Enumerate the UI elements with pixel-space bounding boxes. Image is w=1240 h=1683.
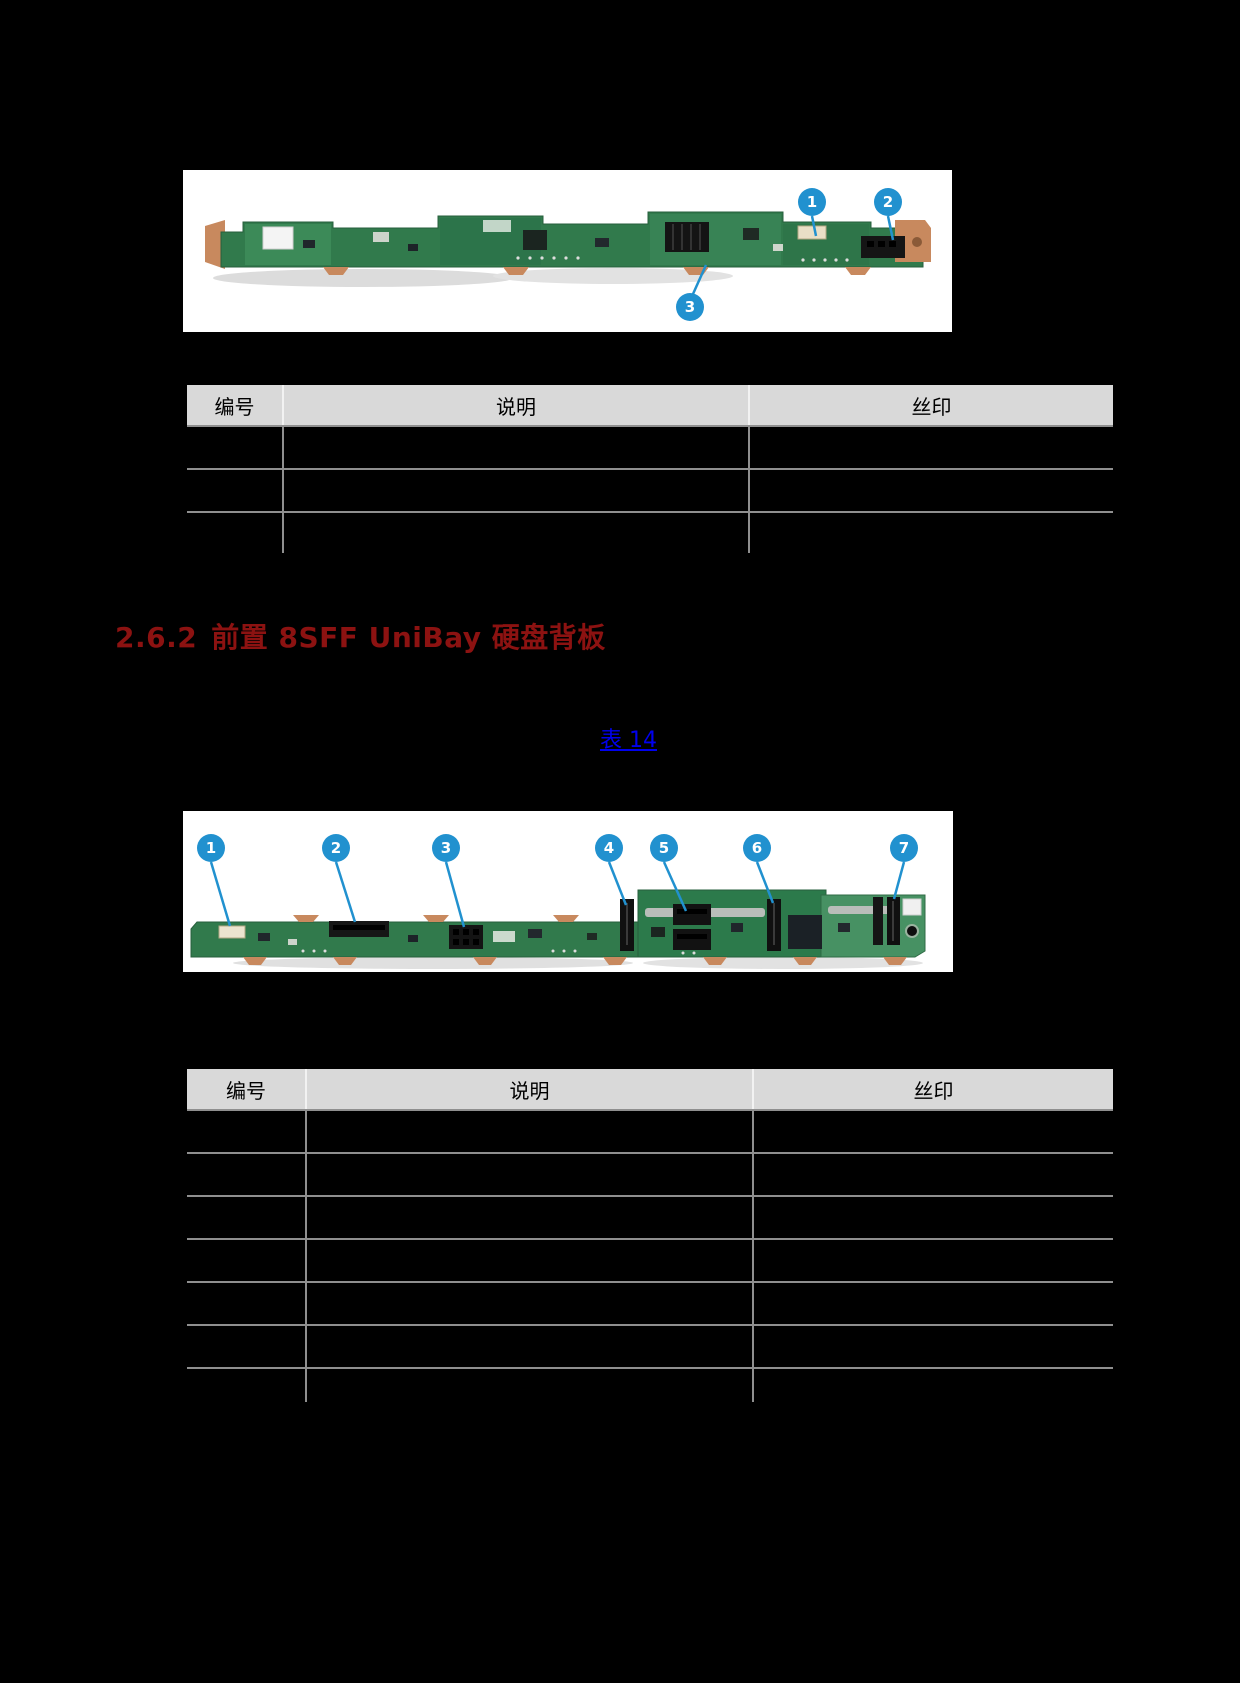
table-cell [187, 1283, 305, 1324]
table-row [187, 1154, 1113, 1197]
section-heading: 2.6.2 前置 8SFF UniBay 硬盘背板 [115, 616, 606, 656]
table-cell [187, 470, 282, 511]
table-row [187, 1369, 1113, 1402]
table-cell [187, 1197, 305, 1238]
column-header-description: 说明 [282, 385, 748, 425]
table-cell [748, 513, 1113, 553]
callout-badge-5: 5 [650, 834, 678, 862]
table-cell [187, 1154, 305, 1195]
table-cell [187, 1111, 305, 1152]
backplane-photo-2 [190, 861, 926, 969]
table-row [187, 1111, 1113, 1154]
table-row [187, 1326, 1113, 1369]
table-cell [305, 1283, 752, 1324]
backplane-photo-1 [205, 211, 931, 295]
table-cell [752, 1240, 1113, 1281]
table-cell [282, 470, 748, 511]
table-row [187, 1240, 1113, 1283]
table-cell [305, 1197, 752, 1238]
column-header-description: 说明 [305, 1069, 752, 1109]
table-cell [752, 1326, 1113, 1367]
table-cell [305, 1240, 752, 1281]
figure-8sff-unibay-backplane: 1 2 3 4 5 6 7 [183, 811, 953, 972]
callout-badge-1: 1 [798, 188, 826, 216]
table-cell [748, 470, 1113, 511]
table-cell [305, 1154, 752, 1195]
callout-badge-4: 4 [595, 834, 623, 862]
callout-badge-2: 2 [874, 188, 902, 216]
table-14-link[interactable]: 表 14 [600, 728, 657, 753]
table-cell [752, 1154, 1113, 1195]
table-cell [187, 427, 282, 468]
table-8sff-unibay-backplane: 编号 说明 丝印 [187, 1069, 1113, 1402]
column-header-silkscreen: 丝印 [752, 1069, 1113, 1109]
section-title: 前置 8SFF UniBay 硬盘背板 [211, 621, 606, 654]
table-cell [187, 1369, 305, 1402]
callout-badge-6: 6 [743, 834, 771, 862]
callout-badge-3: 3 [676, 293, 704, 321]
table-cell [752, 1197, 1113, 1238]
table-row [187, 513, 1113, 553]
table-row [187, 1283, 1113, 1326]
section-number: 2.6.2 [115, 621, 198, 654]
column-header-number: 编号 [214, 394, 255, 419]
table-cell [752, 1283, 1113, 1324]
column-header-silkscreen: 丝印 [748, 385, 1113, 425]
table-cell [752, 1369, 1113, 1402]
table-cell [282, 513, 748, 553]
callout-badge-1: 1 [197, 834, 225, 862]
column-header-number: 编号 [226, 1078, 266, 1103]
callout-badge-2: 2 [322, 834, 350, 862]
table-row [187, 1197, 1113, 1240]
table-cell [187, 1326, 305, 1367]
table-cell [305, 1369, 752, 1402]
callout-badge-7: 7 [890, 834, 918, 862]
callout-badge-3: 3 [432, 834, 460, 862]
table-cell [305, 1111, 752, 1152]
table-cell [752, 1111, 1113, 1152]
table-cell [305, 1326, 752, 1367]
table-4lff-backplane: 编号 说明 丝印 [187, 385, 1113, 553]
table-cell [187, 513, 282, 553]
table-cell [748, 427, 1113, 468]
table-header-row: 编号 说明 丝印 [187, 1069, 1113, 1111]
figure-4lff-backplane: 1 2 3 [183, 170, 952, 332]
table-header-row: 编号 说明 丝印 [187, 385, 1113, 427]
table-row [187, 470, 1113, 513]
table-cell [282, 427, 748, 468]
table-cell [187, 1240, 305, 1281]
table-row [187, 427, 1113, 470]
